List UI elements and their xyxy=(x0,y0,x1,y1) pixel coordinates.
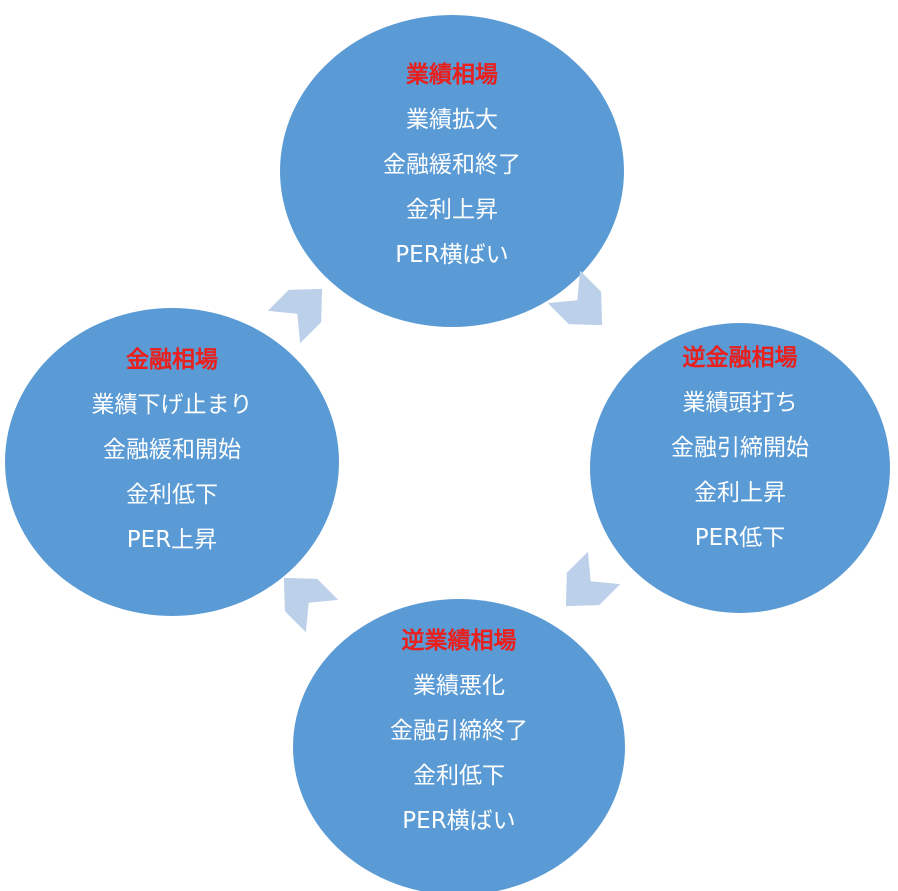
node-item: PER横ばい xyxy=(395,241,509,268)
node-title: 業績相場 xyxy=(406,61,498,88)
node-item: 金利上昇 xyxy=(694,479,786,506)
node-title: 逆金融相場 xyxy=(682,344,798,371)
cycle-node-reverse-performance-market: 逆業績相場 業績悪化 金融引締終了 金利低下 PER横ばい xyxy=(293,599,625,891)
arrow-left-to-top-icon xyxy=(267,273,339,344)
node-item: 業績下げ止まり xyxy=(91,391,253,418)
node-item: 金利低下 xyxy=(413,762,505,789)
node-item: 金利低下 xyxy=(126,481,218,508)
cycle-node-reverse-financial-market: 逆金融相場 業績頭打ち 金融引締開始 金利上昇 PER低下 xyxy=(590,323,890,613)
node-item: 金融緩和終了 xyxy=(383,151,521,178)
arrow-bottom-to-left-icon xyxy=(268,562,339,633)
cycle-node-financial-market: 金融相場 業績下げ止まり 金融緩和開始 金利低下 PER上昇 xyxy=(5,308,339,616)
arrow-top-to-right-icon xyxy=(547,270,619,342)
node-item: 業績頭打ち xyxy=(682,389,798,416)
node-item: PER低下 xyxy=(694,524,786,551)
cycle-node-performance-market: 業績相場 業績拡大 金融緩和終了 金利上昇 PER横ばい xyxy=(280,15,624,327)
node-item: 金融引締開始 xyxy=(671,434,809,461)
node-title: 金融相場 xyxy=(126,346,218,373)
node-item: PER上昇 xyxy=(126,526,218,553)
node-item: 金利上昇 xyxy=(406,196,498,223)
node-item: 金融引締終了 xyxy=(390,717,528,744)
node-title: 逆業績相場 xyxy=(401,627,517,654)
node-item: 業績拡大 xyxy=(406,106,498,133)
node-item: PER横ばい xyxy=(402,807,516,834)
node-item: 業績悪化 xyxy=(413,672,505,699)
arrow-right-to-bottom-icon xyxy=(550,551,621,623)
node-item: 金融緩和開始 xyxy=(103,436,241,463)
